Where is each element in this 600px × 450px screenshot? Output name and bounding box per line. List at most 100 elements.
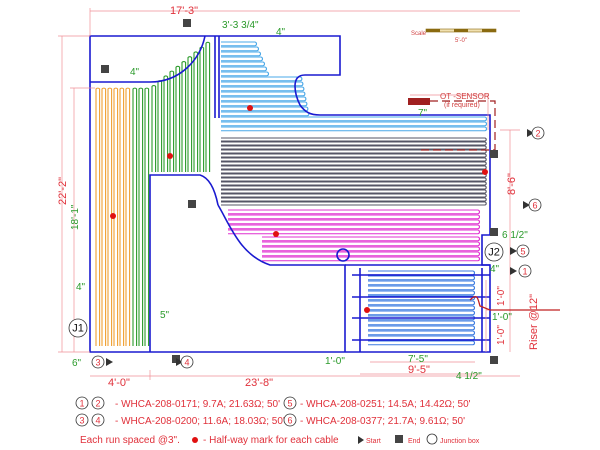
cable-2-lightblue	[221, 41, 310, 117]
end-marker-icon	[183, 19, 191, 27]
legend-marker-circle	[283, 396, 297, 410]
cable-5-magenta-lower	[262, 236, 480, 262]
dim-zone-3: 4 1/2"	[456, 371, 482, 382]
dimension-lines	[58, 8, 560, 380]
scale-label: Scale	[411, 31, 427, 37]
dim-top-width: 17'-3"	[170, 5, 198, 17]
cable-5-magenta	[228, 209, 480, 235]
legend-marker: 4	[95, 416, 100, 426]
legend-end: End	[408, 438, 421, 445]
marker-start_4-circle	[180, 355, 194, 369]
marker-start_5: 5	[520, 247, 525, 257]
marker-junction_1-circle	[68, 318, 88, 338]
legend-halfway: - Half-way mark for each cable	[203, 435, 339, 446]
legend-marker-circle	[75, 413, 89, 427]
halfway-mark-icon	[364, 307, 370, 313]
end-marker-icon	[101, 65, 109, 73]
dim-riser-3: 1'-0"	[496, 325, 507, 345]
dim-right-height: 8'-6"	[506, 173, 518, 195]
dim-inner-wall: 5"	[160, 310, 170, 321]
start-icon	[527, 129, 534, 137]
sensor-label: OT -SENSOR	[440, 92, 490, 101]
junction-box-icon	[426, 433, 438, 445]
legend-cable-1-2: - WHCA-208-0171; 9.7A; 21.63Ω; 50'	[115, 399, 280, 410]
dim-left-inner: 18'-1"	[70, 204, 81, 230]
scale-value: 5'-0"	[455, 38, 467, 44]
sensor-note: (if required)	[444, 102, 480, 109]
cable-3-orange	[95, 87, 131, 346]
legend-marker: 5	[287, 399, 292, 409]
halfway-mark-icon	[247, 105, 253, 111]
legend-junction: Junction box	[440, 438, 480, 445]
marker-start_2: 2	[535, 129, 540, 139]
dim-left-gap: 4"	[130, 67, 140, 78]
marker-start_3-circle	[91, 355, 105, 369]
marker-junction_2-circle	[484, 242, 504, 262]
legend-cable-3-4: - WHCA-208-0200; 11.6A; 18.03Ω; 50'	[115, 416, 285, 427]
dim-top-gap: 4"	[276, 27, 286, 38]
cable-2-lightblue-lower	[221, 116, 487, 132]
marker-start_5-circle	[516, 244, 530, 258]
room-walls	[89, 35, 491, 353]
start-icon	[358, 436, 364, 444]
legend-marker-circle	[75, 396, 89, 410]
scale-bar: Scale 5'-0"	[411, 28, 497, 44]
dim-top-inner: 3'-3 3/4"	[222, 20, 259, 31]
halfway-mark-icon	[192, 437, 198, 443]
halfway-mark-icon	[273, 231, 279, 237]
dim-right-4: 4"	[490, 264, 500, 275]
start-icon	[510, 247, 517, 255]
halfway-mark-icon	[482, 169, 488, 175]
cable-4-green-left	[132, 87, 150, 346]
legend-cable-5: - WHCA-208-0251; 14.5A; 14.42Ω; 50'	[300, 399, 471, 410]
legend-cable-6: - WHCA-208-0377; 21.7A; 9.61Ω; 50'	[300, 416, 465, 427]
start-icon	[106, 358, 113, 366]
start-icon	[523, 201, 530, 209]
end-marker-icon	[188, 200, 196, 208]
legend-spacing: Each run spaced @3".	[80, 435, 180, 446]
marker-start_6-circle	[528, 198, 542, 212]
riser-line	[469, 296, 560, 311]
cable-1-blue	[368, 270, 475, 346]
dim-bottom-total: 23'-8"	[245, 377, 273, 389]
dim-left-small: 4"	[76, 282, 86, 293]
legend-marker: 3	[79, 416, 84, 426]
halfway-mark-icon	[110, 213, 116, 219]
legend-marker: 6	[287, 416, 292, 426]
legend: - WHCA-208-0171; 9.7A; 21.63Ω; 50' - WHC…	[75, 396, 480, 446]
cable-loops	[95, 41, 487, 346]
end-marker-icon	[490, 356, 498, 364]
dim-riser-1: 1'-0"	[496, 286, 507, 306]
dim-zone-1: 7'-5"	[408, 354, 428, 365]
legend-start: Start	[366, 438, 381, 445]
marker-start_2-circle	[531, 126, 545, 140]
halfway-mark-icon	[167, 153, 173, 159]
dim-left-height: 22'-2"	[57, 177, 69, 205]
dim-right-6-half: 6 1/2"	[502, 230, 528, 241]
marker-start_4: 4	[184, 358, 189, 368]
end-marker-icon	[490, 228, 498, 236]
marker-start_1: 1	[522, 267, 527, 277]
sensor-wire	[420, 100, 496, 151]
legend-marker: 2	[95, 399, 100, 409]
legend-marker-circle	[91, 396, 105, 410]
start-icon	[510, 267, 517, 275]
end-icon	[395, 435, 403, 443]
marker-start_1-circle	[518, 264, 532, 278]
marker-junction_1: J1	[72, 323, 84, 335]
start-icon	[176, 358, 183, 366]
marker-junction_2: J2	[488, 247, 500, 259]
legend-marker-circle	[283, 413, 297, 427]
dim-bottom-left: 4'-0"	[108, 377, 130, 389]
legend-marker: 1	[79, 399, 84, 409]
legend-marker-circle	[91, 413, 105, 427]
dim-bottom-offset: 6"	[72, 358, 82, 369]
cable-4-green	[151, 41, 211, 172]
ot-sensor	[408, 98, 430, 105]
dim-right-top: 7"	[418, 108, 428, 119]
dim-zone-2: 9'-5"	[408, 364, 430, 376]
dim-bottom-1ft: 1'-0"	[325, 356, 345, 367]
cable-6-gray	[221, 137, 487, 206]
